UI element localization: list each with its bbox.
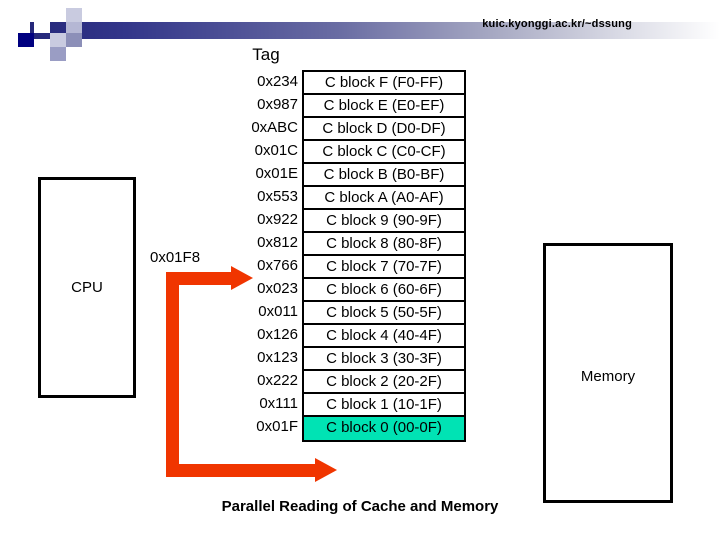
address-label: 0x01F8 xyxy=(150,249,201,266)
header-checker-square-4 xyxy=(50,47,66,61)
cache-row: C block 1 (10-1F) xyxy=(304,394,464,417)
cache-row: C block 9 (90-9F) xyxy=(304,210,464,233)
cpu-box xyxy=(38,177,136,398)
arrow-to-memory-shaft xyxy=(166,464,321,477)
tag-cell: 0x01F xyxy=(256,418,298,435)
arrow-to-cache-head xyxy=(231,266,253,290)
slide-caption: Parallel Reading of Cache and Memory xyxy=(221,498,499,515)
tag-cell: 0x126 xyxy=(257,326,298,343)
cpu-label: CPU xyxy=(71,279,103,296)
header-checker-square-8 xyxy=(82,8,98,22)
tag-cell: 0x234 xyxy=(257,73,298,90)
tag-cell: 0x812 xyxy=(257,234,298,251)
header-checker-square-3 xyxy=(50,33,66,47)
cache-row-hit: C block 0 (00-0F) xyxy=(304,417,464,440)
tag-column: 0x234 0x987 0xABC 0x01C 0x01E 0x553 0x922 0x812… xyxy=(222,70,298,438)
header-checker-square-6 xyxy=(66,22,82,33)
header-checker-square-9 xyxy=(18,47,34,61)
cache-row: C block 4 (40-4F) xyxy=(304,325,464,348)
cache-row: C block 8 (80-8F) xyxy=(304,233,464,256)
cache-row: C block 7 (70-7F) xyxy=(304,256,464,279)
tag-cell: 0x023 xyxy=(257,280,298,297)
tag-column-title: Tag xyxy=(252,45,280,64)
tag-cell: 0x011 xyxy=(258,303,298,320)
memory-box xyxy=(543,243,673,503)
tag-cell: 0x123 xyxy=(257,349,298,366)
cache-block-table: C block F (F0-FF)C block E (E0-EF)C bloc… xyxy=(302,70,466,442)
tag-cell: 0x111 xyxy=(259,395,298,412)
tag-cell: 0x01C xyxy=(254,142,298,159)
header-checker-square-0 xyxy=(18,33,34,47)
header-checker-square-7 xyxy=(66,33,82,47)
tag-cell: 0x766 xyxy=(257,257,298,274)
header-gradient-band xyxy=(30,22,720,39)
cache-row: C block B (B0-BF) xyxy=(304,164,464,187)
arrow-to-cache-shaft xyxy=(166,272,238,285)
arrow-to-memory-head xyxy=(315,458,337,482)
cache-row: C block F (F0-FF) xyxy=(304,72,464,95)
cache-row: C block C (C0-CF) xyxy=(304,141,464,164)
header-checker-square-1 xyxy=(34,22,50,33)
tag-cell: 0x01E xyxy=(255,165,298,182)
cache-row: C block 6 (60-6F) xyxy=(304,279,464,302)
tag-cell: 0x922 xyxy=(257,211,298,228)
cache-row: C block E (E0-EF) xyxy=(304,95,464,118)
header-url-text: kuic.kyonggi.ac.kr/~dssung xyxy=(482,18,632,30)
cache-row: C block 2 (20-2F) xyxy=(304,371,464,394)
tag-cell: 0x553 xyxy=(257,188,298,205)
cache-row: C block 5 (50-5F) xyxy=(304,302,464,325)
cache-row: C block 3 (30-3F) xyxy=(304,348,464,371)
header-checker-square-2 xyxy=(34,47,50,61)
header-checker-square-5 xyxy=(66,8,82,22)
tag-cell: 0x987 xyxy=(257,96,298,113)
tag-cell: 0x222 xyxy=(257,372,298,389)
arrow-vertical-stem xyxy=(166,272,179,477)
cache-row: C block A (A0-AF) xyxy=(304,187,464,210)
cache-row: C block D (D0-DF) xyxy=(304,118,464,141)
memory-label: Memory xyxy=(580,368,636,385)
tag-cell: 0xABC xyxy=(251,119,298,136)
